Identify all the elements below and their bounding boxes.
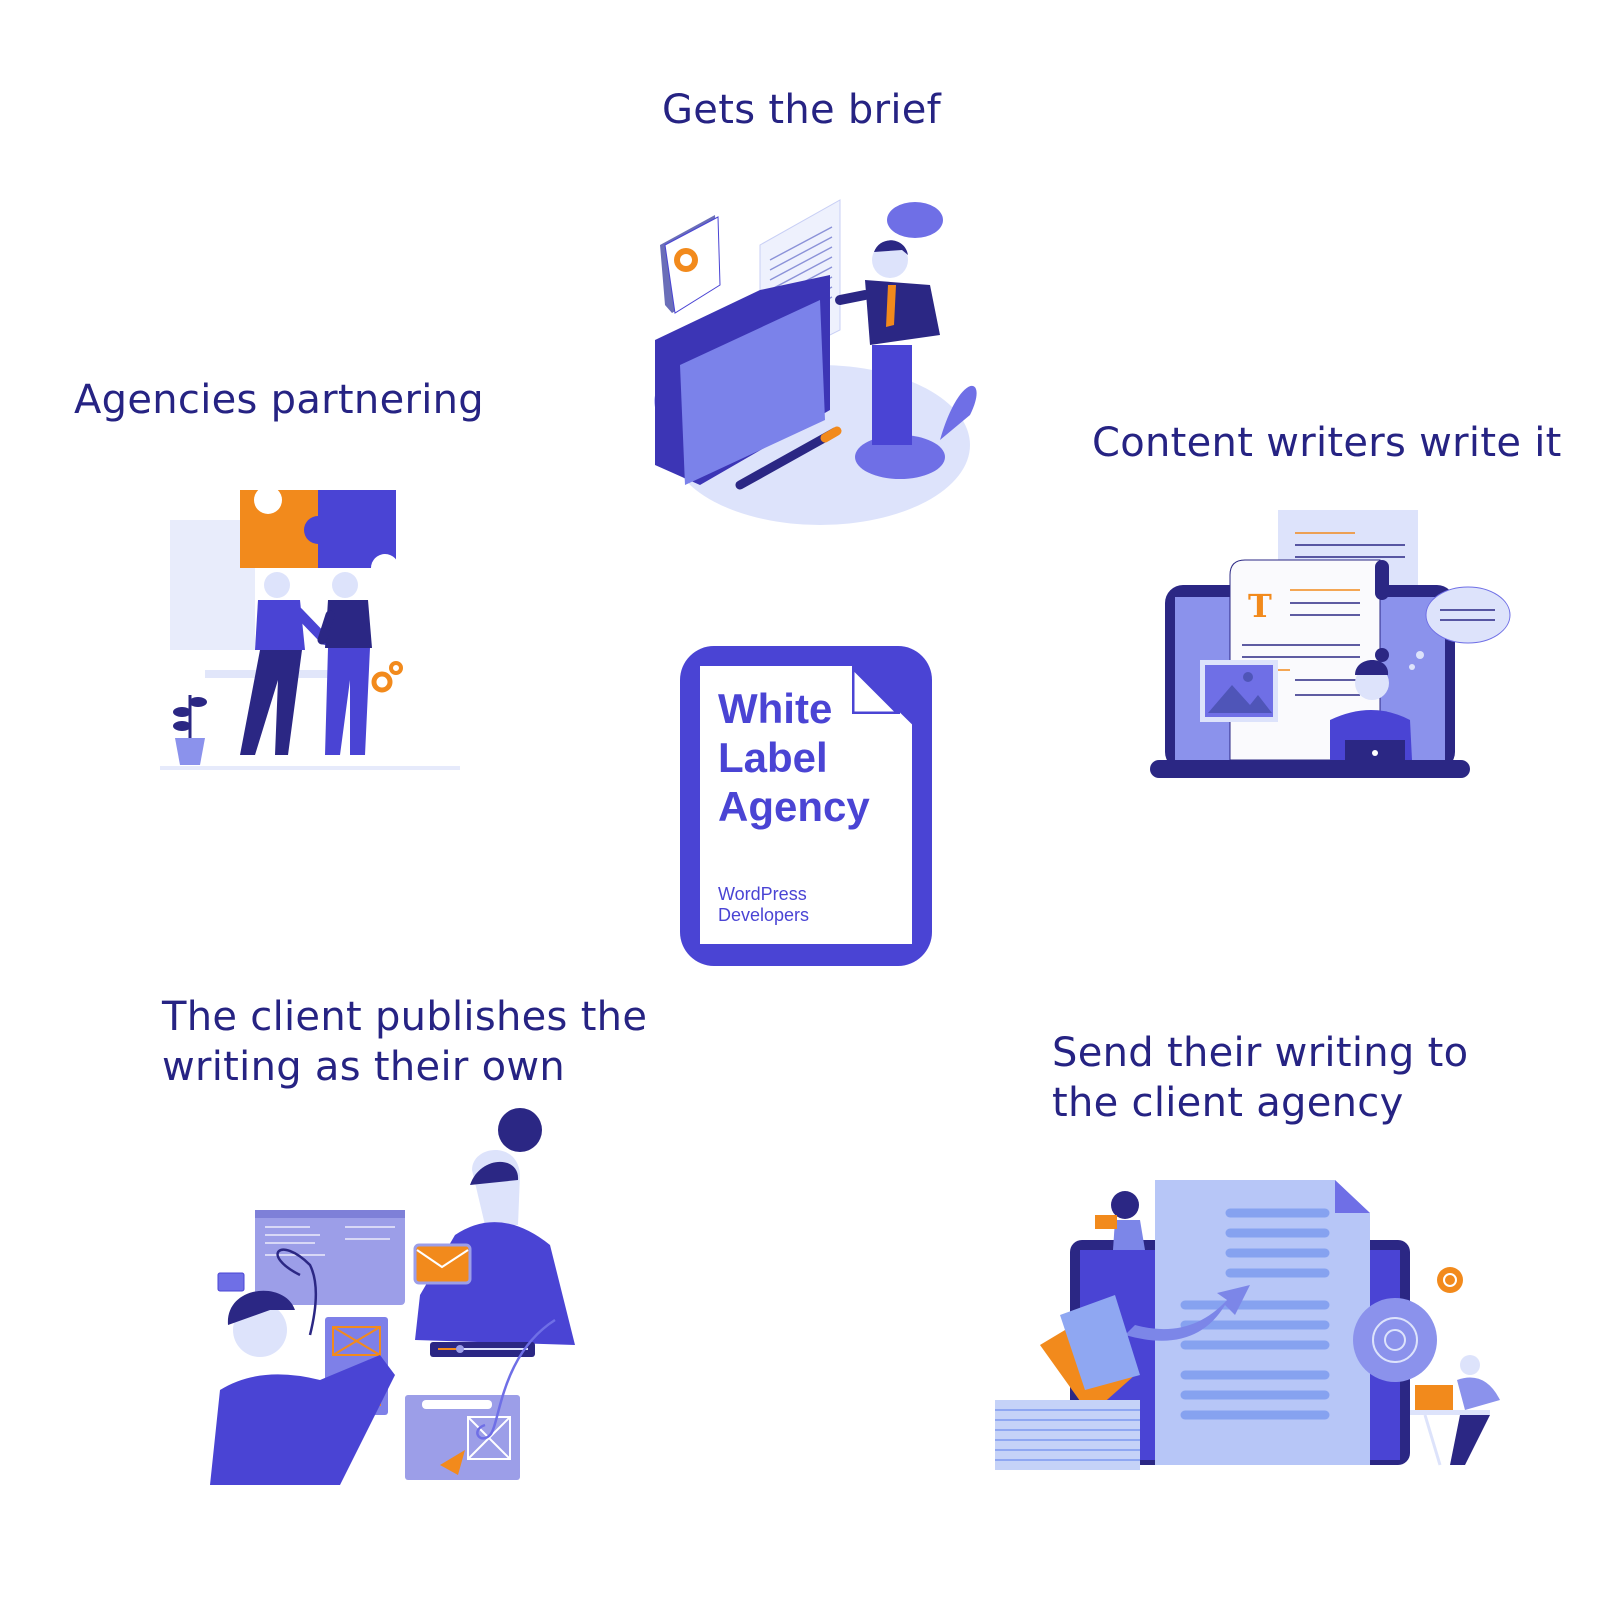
step-heading-send-writing: Send their writing to the client agency	[1052, 1028, 1468, 1128]
handshake-puzzle-icon	[160, 490, 460, 780]
heading-line: The client publishes the	[162, 994, 648, 1040]
heading-line: writing as their own	[162, 1044, 566, 1090]
page-fold-icon	[852, 666, 900, 714]
step-heading-client-publishes: The client publishes the writing as thei…	[162, 992, 647, 1092]
step-heading-gets-brief: Gets the brief	[662, 87, 942, 133]
heading-line: the client agency	[1052, 1080, 1404, 1126]
text-format-icon: T	[1248, 587, 1272, 625]
logo-title-line: Label	[718, 734, 828, 781]
step-heading-content-writers: Content writers write it	[1092, 420, 1562, 466]
logo-title-line: White	[718, 685, 833, 732]
heading-line: Send their writing to	[1052, 1030, 1469, 1076]
white-label-agency-logo: White Label Agency WordPress Developers	[680, 646, 932, 966]
logo-title-line: Agency	[718, 783, 870, 830]
people-exchanging-email-screens-icon	[200, 1095, 590, 1485]
logo-subtitle-line: Developers	[718, 905, 810, 925]
step-heading-agencies-partnering: Agencies partnering	[74, 377, 484, 423]
document-transfer-gear-icon	[995, 1175, 1525, 1470]
logo-subtitle-line: WordPress	[718, 884, 807, 904]
logo-subtitle: WordPress Developers	[718, 884, 809, 926]
woman-writing-laptop-document-icon: T	[1150, 505, 1520, 800]
logo-title: White Label Agency	[718, 684, 870, 831]
man-presenting-folder-document-icon	[640, 195, 990, 525]
